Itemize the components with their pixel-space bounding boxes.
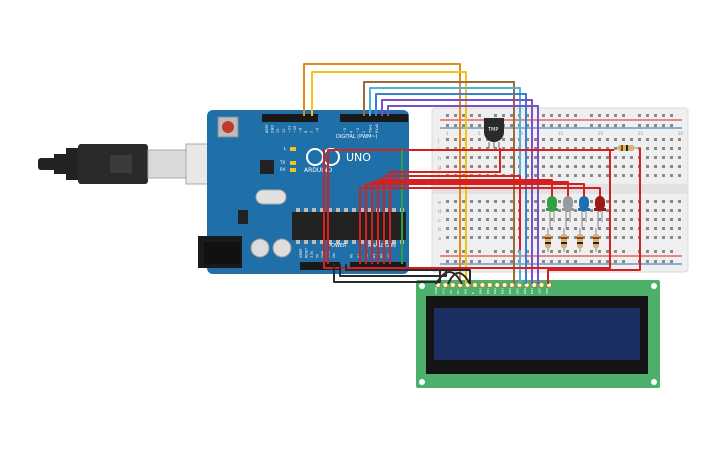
arduino-bottom-pin-label: A0 <box>350 254 354 258</box>
arduino-bottom-pin-label: Vin <box>332 253 336 258</box>
led-resistor <box>545 228 551 252</box>
lcd-pin <box>472 282 478 288</box>
lcd-pin <box>479 282 486 288</box>
arduino-bottom-pin-label: A3 <box>372 254 376 258</box>
arduino-bottom-pin-label: A4 <box>380 254 384 258</box>
lcd-pin-label: DB2 <box>493 288 497 294</box>
lcd-screen <box>434 308 640 360</box>
bb-col-label: 5 <box>478 131 481 136</box>
lcd-pin-label: DB5 <box>515 288 519 294</box>
arduino-top-pin-label: AREF <box>265 124 269 133</box>
bb-row-label: d <box>438 209 441 215</box>
led-array <box>545 196 606 252</box>
led-l-label: L <box>284 146 287 151</box>
arduino-bottom-pin-label: 3.3V <box>310 250 314 258</box>
lcd-pin <box>442 282 449 288</box>
arduino-top-pin-label: ~3 <box>356 128 360 133</box>
lcd-pin-label: V0 <box>449 290 453 294</box>
led-tx-label: TX <box>279 160 285 165</box>
wires <box>303 63 641 285</box>
arduino-top-pin-label: ~10 <box>293 126 297 133</box>
lcd-pin <box>538 282 545 288</box>
sensor-label: TMP <box>487 127 498 133</box>
bb-row-label: a <box>438 236 441 242</box>
arduino-top-pin-label: 7 <box>310 131 314 133</box>
lcd-pin-label: LED <box>545 287 549 294</box>
bb-col-label: 1 <box>446 131 449 136</box>
led-green <box>546 196 558 228</box>
bb-col-label: 15 <box>558 131 564 136</box>
analog-label: ANALOG IN <box>368 243 396 249</box>
arduino-top-pin-label: 2 <box>362 131 366 133</box>
arduino-top-pin-label: TX▸1 <box>369 124 373 134</box>
arduino-top-pin-label: RX◂0 <box>375 124 379 133</box>
bb-row-label: c <box>438 218 441 224</box>
lcd-pin-label: VCC <box>441 288 445 294</box>
arduino-top-pin-label: 13 <box>276 129 280 133</box>
brand-label: ARDUINO <box>304 167 333 174</box>
led-resistor <box>577 228 583 252</box>
power-label: POWER <box>328 243 347 249</box>
bb-col-label: 20 <box>598 131 604 136</box>
lcd-pin-label: DB1 <box>486 288 490 294</box>
arduino-top-pin-label: 12 <box>282 129 286 133</box>
arduino-top-pin-label: 4 <box>349 130 353 133</box>
digital-header-label: DIGITAL (PWM~) <box>336 134 378 140</box>
arduino-top-pin-label: 8 <box>304 131 308 133</box>
bb-row-label: h <box>438 156 441 162</box>
arduino-top-pin-label: GND <box>271 125 275 133</box>
lcd-pin-label: RS <box>456 290 460 294</box>
led-blue <box>578 196 590 228</box>
bb-row-label: e <box>438 200 441 206</box>
lcd-pin <box>501 282 508 288</box>
lcd-pin-label: RW <box>464 289 468 294</box>
arduino-top-pin-label: ~9 <box>299 128 303 133</box>
lcd-pin <box>494 282 501 288</box>
model-label: UNO <box>346 151 371 164</box>
arduino-top-pin-label: ~11 <box>287 126 291 133</box>
temperature-sensor: TMP <box>484 118 504 148</box>
lcd-pin-label: GND <box>434 286 438 294</box>
lcd-pin-label: DB0 <box>478 288 482 294</box>
bb-col-label: 30 <box>678 131 684 136</box>
lcd-pin <box>486 282 493 288</box>
bb-row-label: b <box>438 227 441 233</box>
lcd-pin-label: LED <box>538 287 542 294</box>
bb-row-label: g <box>438 165 441 171</box>
led-red <box>594 196 606 228</box>
arduino-top-pin-label: ~6 <box>315 128 319 133</box>
bb-col-label: 25 <box>638 131 644 136</box>
lcd-pin-label: E <box>471 292 475 294</box>
lcd-pin-label: DB6 <box>523 288 527 294</box>
arduino-top-pin-label: ~5 <box>343 128 347 133</box>
arduino-bottom-pin-label: RESET <box>305 248 309 258</box>
led-gray <box>562 196 574 228</box>
arduino-bottom-pin-label: 5V <box>316 253 320 258</box>
led-resistor <box>561 228 567 252</box>
led-rx-label: RX <box>280 167 286 172</box>
led-resistor <box>593 228 599 252</box>
lcd-pin <box>449 282 456 288</box>
lcd-pin-label: DB3 <box>501 288 505 294</box>
bb-row-label: j <box>437 138 439 144</box>
resistor-top <box>614 145 640 151</box>
arduino-bottom-pin-label: IOREF <box>299 248 303 258</box>
lcd-pin-label: DB7 <box>530 288 534 294</box>
lcd-pin-label: DB4 <box>508 288 512 294</box>
